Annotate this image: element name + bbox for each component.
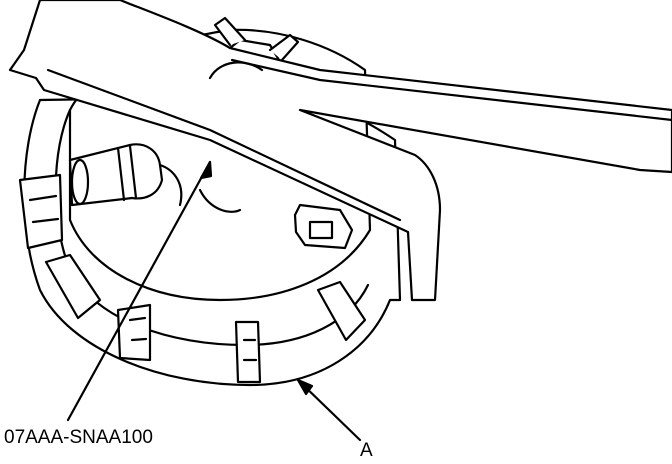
callout-leader-a	[296, 378, 362, 442]
callout-leader-tool	[66, 160, 213, 422]
item-a-label: A	[360, 440, 373, 461]
special-tool-wrench	[8, 0, 672, 302]
tool-part-number-label: 07AAA-SNAA100	[4, 427, 153, 448]
